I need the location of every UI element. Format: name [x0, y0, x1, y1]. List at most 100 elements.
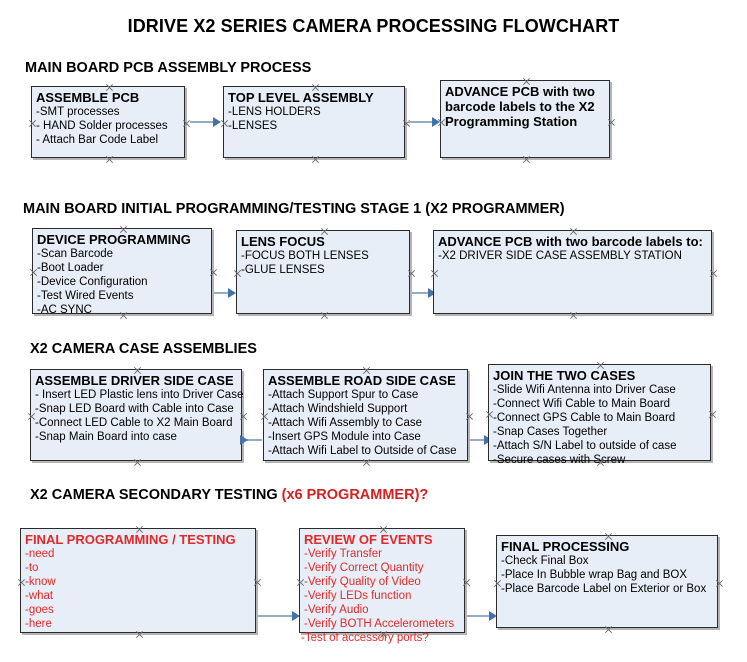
box-line: -Connect GPS Cable to Main Board	[493, 412, 676, 424]
connector-arrow	[489, 611, 497, 621]
box-line: -Test Wired Events	[37, 290, 134, 302]
box-line: -Place In Bubble wrap Bag and BOX	[501, 569, 688, 581]
box-content: ADVANCE PCB with two barcode labels to: …	[434, 231, 711, 265]
box-line: -Attach S/N Label to outside of case	[493, 440, 677, 452]
box-line: -Verify Correct Quantity	[304, 562, 424, 574]
page-title: IDRIVE X2 SERIES CAMERA PROCESSING FLOWC…	[127, 16, 620, 36]
box-line: -X2 DRIVER SIDE CASE ASSEMBLY STATION	[438, 250, 682, 262]
box-title: FINAL PROCESSING	[501, 539, 630, 554]
section-heading-text: X2 CAMERA SECONDARY TESTING	[30, 487, 282, 503]
connector-line	[190, 121, 215, 123]
box-line: -Verify Quality of Video	[304, 576, 421, 588]
connector-line	[244, 439, 262, 441]
process-box-assemble-road-side-case[interactable]: ASSEMBLE ROAD SIDE CASE -Attach Support …	[263, 369, 468, 461]
box-line: -Slide Wifi Antenna into Driver Case	[493, 384, 676, 396]
box-line: -Snap LED Board with Cable into Case	[35, 403, 234, 415]
box-title: TOP LEVEL ASSEMBLY	[228, 90, 374, 105]
box-content: ASSEMBLE DRIVER SIDE CASE - Insert LED P…	[31, 370, 244, 446]
connector-line	[412, 292, 434, 294]
box-line: -Secure cases with Screw	[493, 454, 626, 466]
box-content: ADVANCE PCB with two barcode labels to t…	[441, 81, 609, 131]
box-content: ASSEMBLE PCB -SMT processes - HAND Solde…	[32, 87, 184, 149]
process-box-assemble-pcb[interactable]: ASSEMBLE PCB -SMT processes - HAND Solde…	[31, 86, 185, 158]
box-line: -Snap Cases Together	[493, 426, 608, 438]
section-heading-main-board-pcb-assembly: MAIN BOARD PCB ASSEMBLY PROCESS	[25, 60, 312, 76]
connection-handle-bottom[interactable]	[522, 155, 531, 164]
process-box-lens-focus[interactable]: LENS FOCUS -FOCUS BOTH LENSES -GLUE LENS…	[236, 230, 410, 314]
box-content: REVIEW OF EVENTS -Verify Transfer -Verif…	[300, 529, 464, 633]
connection-handle-bottom[interactable]	[311, 155, 320, 164]
process-box-final-processing[interactable]: FINAL PROCESSING -Check Final Box -Place…	[496, 535, 718, 628]
box-title: FINAL PROGRAMMING / TESTING	[25, 532, 236, 547]
connector-line	[467, 615, 493, 617]
section-heading-x2-camera-secondary-testing: X2 CAMERA SECONDARY TESTING (x6 PROGRAMM…	[30, 487, 428, 503]
box-line: -Scan Barcode	[37, 248, 114, 260]
box-line: -Attach Support Spur to Case	[268, 389, 419, 401]
box-line: -Attach Wifi Label to Outside of Case	[268, 445, 457, 457]
box-content: LENS FOCUS -FOCUS BOTH LENSES -GLUE LENS…	[237, 231, 409, 279]
connector-arrow	[292, 611, 300, 621]
box-line: -Verify Transfer	[304, 548, 382, 560]
box-content: JOIN THE TWO CASES -Slide Wifi Antenna i…	[489, 365, 710, 469]
section-heading-main-board-initial-programming: MAIN BOARD INITIAL PROGRAMMING/TESTING S…	[23, 201, 565, 217]
process-box-join-the-two-cases[interactable]: JOIN THE TWO CASES -Slide Wifi Antenna i…	[488, 364, 711, 466]
connector-arrow	[240, 435, 248, 445]
process-box-review-of-events[interactable]: REVIEW OF EVENTS -Verify Transfer -Verif…	[299, 528, 465, 633]
box-line: -Attach Windshield Support	[268, 403, 408, 415]
connection-handle-bottom[interactable]	[569, 311, 578, 320]
box-overflow-line-test-of-accessory-ports: -Test of accessory ports?	[301, 632, 429, 644]
box-line: -FOCUS BOTH LENSES	[241, 250, 369, 262]
connector-line	[214, 292, 232, 294]
box-line: -to	[25, 562, 39, 574]
box-line: -GLUE LENSES	[241, 264, 325, 276]
box-content: ASSEMBLE ROAD SIDE CASE -Attach Support …	[264, 370, 467, 460]
section-heading-accent: (x6 PROGRAMMER)?	[281, 487, 429, 503]
section-heading-x2-camera-case-assemblies: X2 CAMERA CASE ASSEMBLIES	[30, 341, 257, 357]
connection-handle-bottom[interactable]	[320, 311, 329, 320]
box-title: ASSEMBLE PCB	[36, 90, 140, 105]
connector-arrow	[228, 288, 236, 298]
box-title: DEVICE PROGRAMMING	[37, 232, 191, 247]
connection-handle-left[interactable]	[430, 269, 439, 278]
box-line: -LENS HOLDERS	[228, 106, 321, 118]
box-title: REVIEW OF EVENTS	[304, 532, 433, 547]
box-line: -SMT processes	[36, 106, 120, 118]
box-content: TOP LEVEL ASSEMBLY -LENS HOLDERS -LENSES	[224, 87, 404, 135]
process-box-device-programming[interactable]: DEVICE PROGRAMMING -Scan Barcode -Boot L…	[32, 228, 212, 316]
connector-line	[470, 439, 488, 441]
box-line: -Check Final Box	[501, 555, 589, 567]
box-content: FINAL PROGRAMMING / TESTING -need -to -k…	[21, 529, 255, 633]
box-line: -Verify Audio	[304, 604, 369, 616]
connection-handle-right[interactable]	[709, 269, 718, 278]
connection-handle-bottom[interactable]	[133, 458, 142, 467]
connector-arrow	[428, 288, 436, 298]
box-line: -AC SYNC	[37, 304, 92, 316]
process-box-advance-pcb-to-x2-programming-station[interactable]: ADVANCE PCB with two barcode labels to t…	[440, 80, 610, 158]
process-box-advance-pcb-to-driver-side-case-station[interactable]: ADVANCE PCB with two barcode labels to: …	[433, 230, 712, 314]
connector-line	[258, 615, 296, 617]
box-line: -LENSES	[228, 120, 278, 132]
box-title: JOIN THE TWO CASES	[493, 368, 636, 383]
connector-line	[408, 121, 436, 123]
box-line: -Boot Loader	[37, 262, 104, 274]
connector-arrow	[432, 117, 440, 127]
box-title: ASSEMBLE ROAD SIDE CASE	[268, 373, 456, 388]
box-title: LENS FOCUS	[241, 234, 325, 249]
process-box-assemble-driver-side-case[interactable]: ASSEMBLE DRIVER SIDE CASE - Insert LED P…	[30, 369, 244, 461]
box-line: -Insert GPS Module into Case	[268, 431, 421, 443]
process-box-top-level-assembly[interactable]: TOP LEVEL ASSEMBLY -LENS HOLDERS -LENSES	[223, 86, 405, 158]
box-title: ADVANCE PCB with two barcode labels to:	[438, 234, 703, 249]
box-content: DEVICE PROGRAMMING -Scan Barcode -Boot L…	[33, 229, 211, 319]
box-title: ADVANCE PCB with two barcode labels to t…	[445, 84, 595, 129]
connection-handle-bottom[interactable]	[604, 625, 613, 634]
box-line: - Insert LED Plastic lens into Driver Ca…	[35, 389, 244, 401]
connection-handle-bottom[interactable]	[105, 155, 114, 164]
box-line: -Place Barcode Label on Exterior or Box	[501, 583, 707, 595]
process-box-final-programming-testing[interactable]: FINAL PROGRAMMING / TESTING -need -to -k…	[20, 528, 256, 633]
box-line: -Device Configuration	[37, 276, 148, 288]
box-line: -Snap Main Board into case	[35, 431, 177, 443]
box-line: -Verify LEDs function	[304, 590, 412, 602]
box-line: -what	[25, 590, 54, 602]
box-line: -Attach Wifi Assembly to Case	[268, 417, 423, 429]
